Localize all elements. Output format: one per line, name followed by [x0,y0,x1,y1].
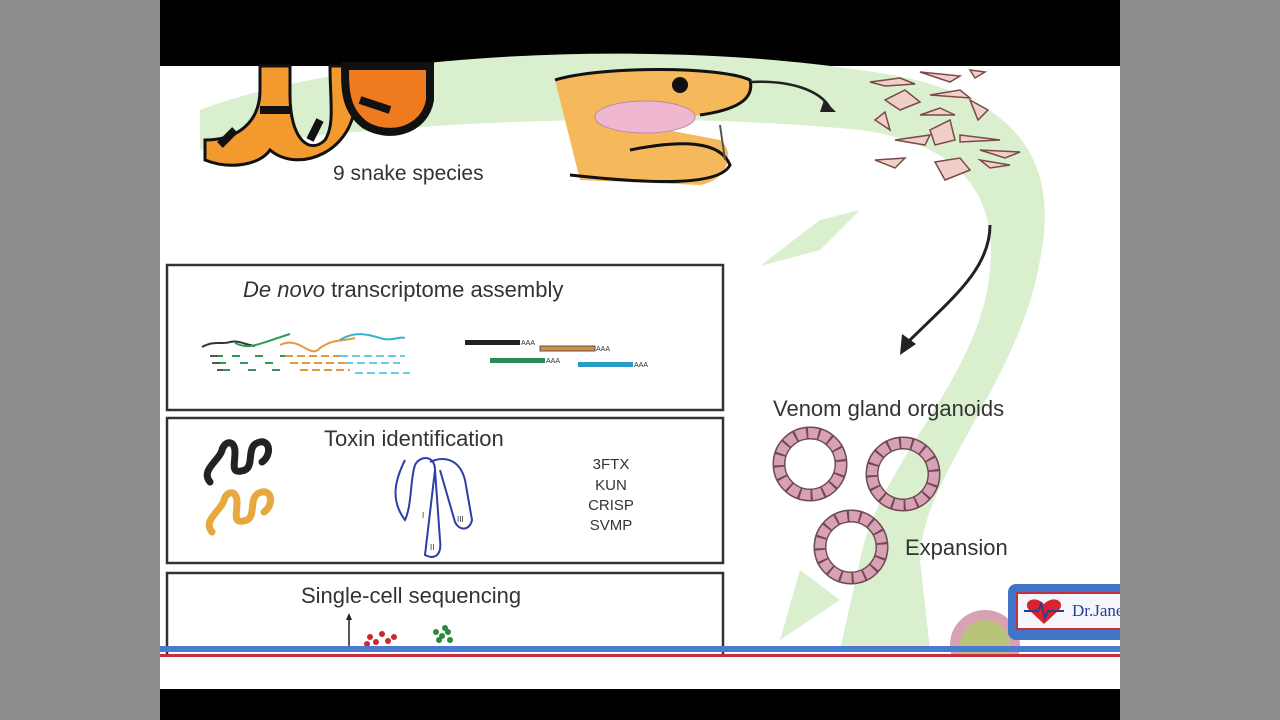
polya-label: AAA [596,346,610,353]
strand-label: II [430,543,434,552]
red-cell-cluster [364,631,397,647]
snake-head-illustration [554,68,836,185]
polya-label: AAA [521,340,535,347]
down-arrow-head [900,334,916,355]
panel-title: De novo transcriptome assembly [243,277,563,302]
green-arrow-head [780,570,840,640]
panel-transcriptome-assembly [165,263,725,412]
polya-label: AAA [546,358,560,365]
video-frame: 9 snake species De novo transcript [160,0,1120,720]
diagram: 9 snake species De novo transcript [160,53,1120,689]
protein-fold-icon [394,457,474,558]
lower-third-blue-line [160,646,1120,652]
organoid-rings-fill [774,428,939,583]
logo-text: Dr.Jane [1072,601,1120,620]
panel-title: Toxin identification [324,426,504,451]
orange-snake-icon [205,488,274,536]
toxin-list: 3FTX KUN CRISP SVMP [588,456,634,534]
green-cell-cluster [433,625,453,643]
black-snake-icon [203,438,272,486]
dissociated-cells [869,69,1021,181]
expansion-label: Expansion [905,535,1008,560]
toxin-label: KUN [595,477,627,494]
banded-snake-illustration [203,62,434,167]
strand-label: III [457,515,464,524]
channel-logo: Dr.Jane [1008,584,1120,640]
organoids-label: Venom gland organoids [773,396,1004,421]
assembled-transcripts: AAA AAA AAA AAA [465,340,648,369]
polya-label: AAA [634,362,648,369]
toxin-label: 3FTX [593,456,630,473]
lower-third-red-line [160,654,1120,657]
toxin-label: SVMP [590,517,633,534]
species-label: 9 snake species [333,162,484,185]
green-arrow-head [760,210,860,266]
letterbox-bottom [160,689,1120,720]
sequence-reads [201,333,410,374]
strand-label: I [422,511,424,520]
panel-title: Single-cell sequencing [301,583,521,608]
heart-heartbeat-icon [1024,599,1064,624]
toxin-label: CRISP [588,497,634,514]
